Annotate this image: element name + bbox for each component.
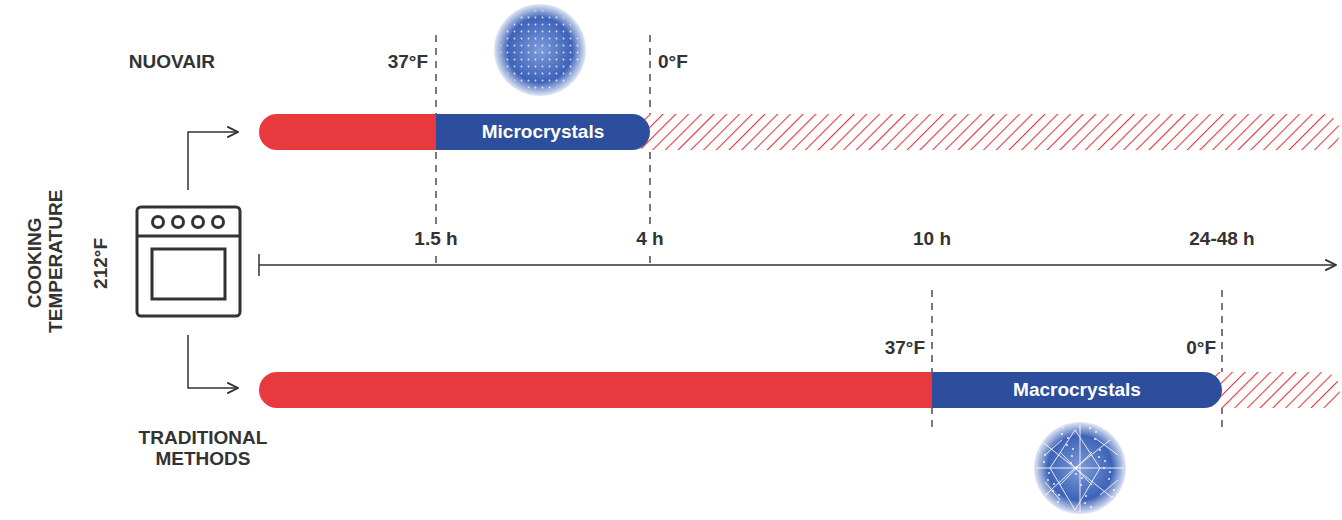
temperature-label: 0°F	[1186, 338, 1216, 359]
time-tick: 10 h	[910, 229, 954, 250]
time-tick: 1.5 h	[411, 229, 460, 250]
temperature-label: 0°F	[658, 52, 688, 73]
microcrystal-icon	[494, 4, 586, 96]
segment-label: Microcrystals	[482, 121, 605, 143]
oven-arrows	[188, 132, 238, 388]
time-axis	[259, 254, 1336, 276]
traditional-bar	[259, 372, 1340, 408]
crystal-segment: Macrocrystals	[932, 372, 1222, 408]
temperature-label: 212°F	[91, 238, 112, 289]
segment-label: Macrocrystals	[1013, 379, 1141, 401]
crystal-segment: Microcrystals	[436, 114, 650, 150]
temperature-label: 37°F	[388, 52, 428, 73]
temperature-label: 37°F	[885, 338, 925, 359]
time-tick: 4 h	[633, 229, 666, 250]
row-label: TRADITIONAL METHODS	[128, 428, 278, 470]
axis-title: COOKING TEMPERATURE	[25, 193, 67, 333]
macrocrystal-icon	[1034, 422, 1126, 514]
oven-icon	[137, 207, 240, 316]
time-tick: 24-48 h	[1186, 229, 1257, 250]
row-label: NUOVAIR	[129, 52, 215, 73]
nuovair-bar	[259, 114, 1340, 150]
